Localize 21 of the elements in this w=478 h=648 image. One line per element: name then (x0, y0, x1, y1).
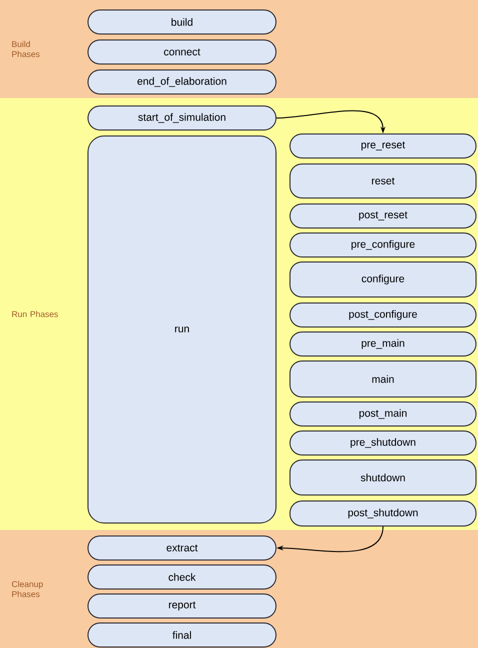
phase-box: post_main (290, 402, 476, 426)
phase-box: post_shutdown (290, 500, 476, 526)
phase-box: pre_reset (290, 134, 476, 158)
phase-box: connect (88, 40, 276, 64)
phase-box: build (88, 10, 276, 34)
phase-box: extract (88, 536, 276, 560)
phase-box: pre_main (290, 332, 476, 356)
phase-box: shutdown (290, 460, 476, 496)
phase-box: configure (290, 262, 476, 298)
phase-box: check (88, 564, 276, 590)
phase-box: end_of_elaboration (88, 70, 276, 94)
phase-box: run (88, 136, 276, 524)
phase-box: start_of_simulation (88, 106, 276, 130)
phase-box: reset (290, 164, 476, 198)
phase-box: post_reset (290, 204, 476, 228)
phase-box: report (88, 594, 276, 618)
phase-box: main (290, 360, 476, 398)
phase-box: pre_configure (290, 232, 476, 258)
phase-box: post_configure (290, 302, 476, 328)
phase-box: pre_shutdown (290, 430, 476, 456)
phase-box: final (88, 622, 276, 648)
